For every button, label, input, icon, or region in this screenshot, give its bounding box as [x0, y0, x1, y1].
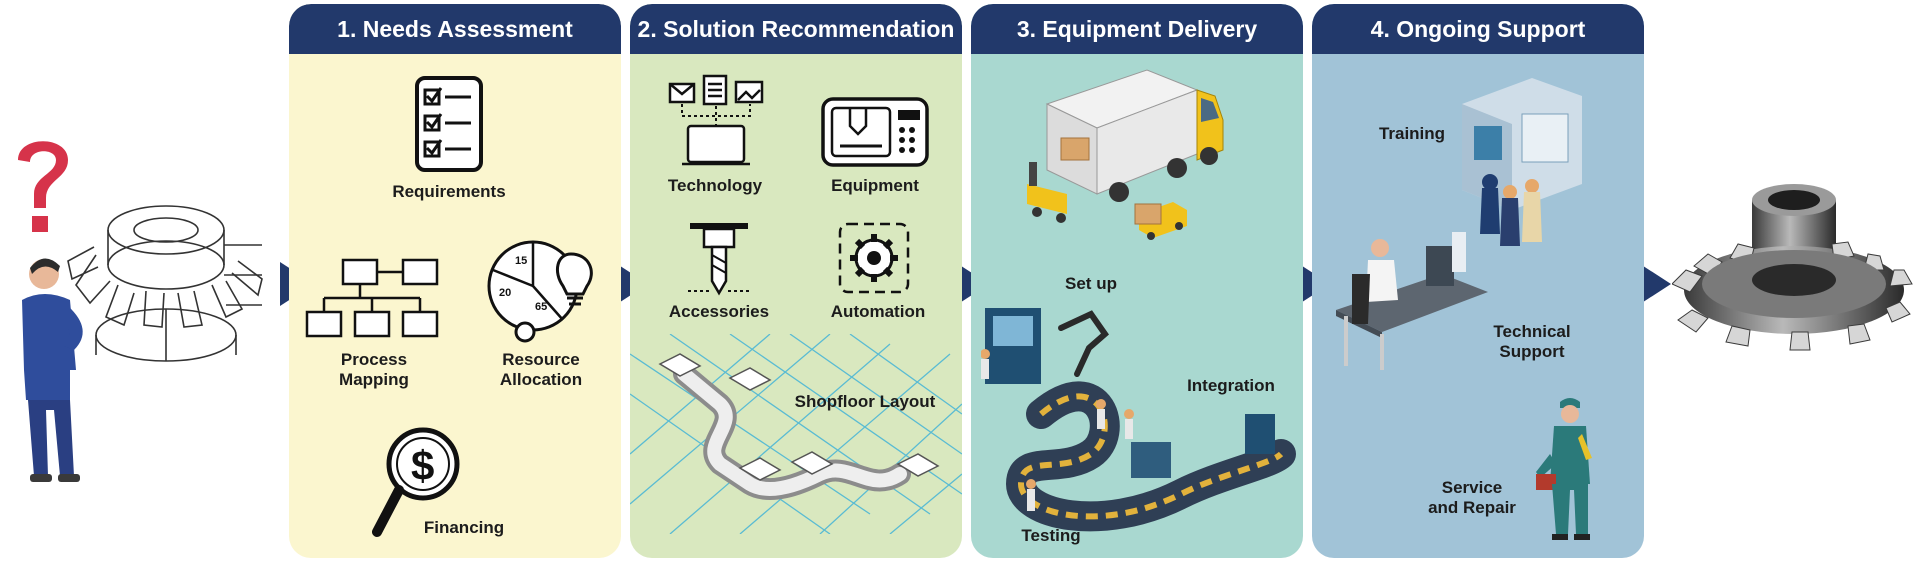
equipment-label: Equipment	[831, 176, 919, 195]
process-mapping-label: Process Mapping	[339, 350, 409, 389]
step-needs-assessment: 1. Needs Assessment Requirements	[289, 4, 621, 558]
technology-icon	[666, 72, 766, 172]
automation-gear-icon	[836, 220, 912, 296]
set-up-label: Set up	[1065, 274, 1117, 293]
service-and-repair-label: Service and Repair	[1428, 478, 1516, 517]
step-ongoing-support: 4. Ongoing Support Training	[1312, 4, 1644, 558]
training-label: Training	[1378, 124, 1446, 143]
shopfloor-layout-icon	[630, 334, 962, 534]
question-mark-icon	[8, 130, 78, 240]
technical-support-label: Technical Support	[1493, 322, 1571, 361]
thinking-person-icon	[10, 250, 100, 490]
technology-label: Technology	[667, 176, 763, 195]
shopfloor-layout-label: Shopfloor Layout	[794, 392, 936, 411]
svg-text:$: $	[411, 442, 434, 489]
repair-technician-icon	[1536, 394, 1606, 544]
finished-gear-icon	[1672, 180, 1916, 380]
pie-number-2: 20	[499, 287, 511, 299]
flowchart-icon	[303, 256, 443, 340]
cnc-machine-icon	[820, 96, 930, 168]
testing-label: Testing	[1021, 526, 1081, 545]
integration-label: Integration	[1187, 376, 1275, 395]
delivery-truck-icon	[1027, 64, 1227, 244]
gear-sketch-icon	[66, 185, 266, 385]
training-machine-icon	[1452, 74, 1592, 264]
automation-label: Automation	[830, 302, 926, 321]
requirements-label: Requirements	[392, 182, 506, 201]
step-equipment-delivery: 3. Equipment Delivery Set up	[971, 4, 1303, 558]
step-solution-recommendation: 2. Solution Recommendation Technology	[630, 4, 962, 558]
pie-number-3: 65	[535, 301, 547, 313]
accessories-label: Accessories	[668, 302, 770, 321]
checklist-icon	[413, 74, 485, 174]
production-line-icon	[981, 304, 1297, 554]
step-title: 3. Equipment Delivery	[971, 4, 1303, 54]
pie-bulb-icon: 15 20 65	[485, 234, 605, 344]
drill-bit-icon	[684, 219, 754, 299]
financing-label: Financing	[423, 518, 505, 537]
financing-magnifier-icon: $	[371, 424, 461, 544]
resource-allocation-label: Resource Allocation	[499, 350, 583, 389]
step-title: 1. Needs Assessment	[289, 4, 621, 54]
step-title: 4. Ongoing Support	[1312, 4, 1644, 54]
pie-number-1: 15	[515, 255, 527, 267]
step-title: 2. Solution Recommendation	[630, 4, 962, 54]
technical-support-desk-icon	[1332, 214, 1492, 374]
